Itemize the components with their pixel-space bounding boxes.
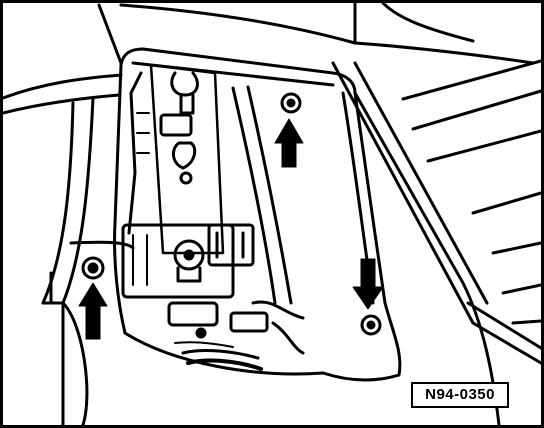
- screw-icon-left: [81, 256, 105, 280]
- bulb-carrier: [121, 63, 305, 371]
- body-panel-lines: [3, 3, 535, 115]
- left-wall-lines: [41, 96, 135, 425]
- tail-light-housing-illustration: [3, 3, 541, 425]
- down-arrow-icon-left: [78, 282, 108, 340]
- figure-code-label: N94-0350: [411, 382, 509, 408]
- down-arrow-icon-upper: [274, 118, 304, 168]
- screw-icon-lower-right: [360, 314, 382, 336]
- screw-icon-upper: [280, 92, 302, 114]
- down-arrow-icon-lower-right: [352, 258, 384, 310]
